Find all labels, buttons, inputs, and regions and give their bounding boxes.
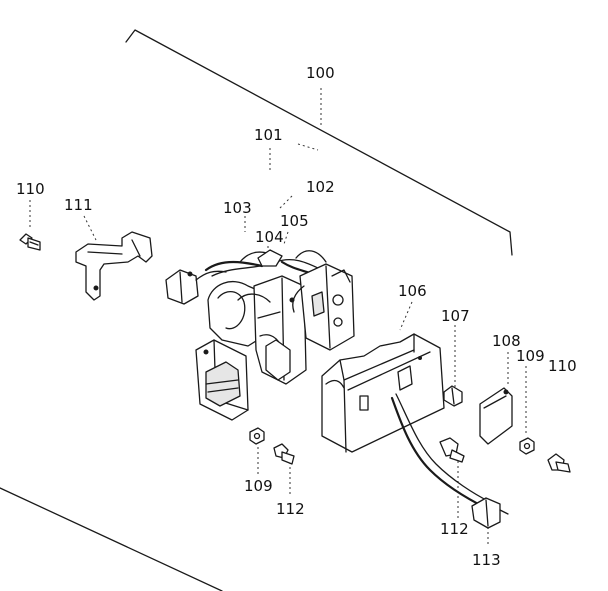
chassis-106 <box>321 333 445 453</box>
callout-100: 100 <box>306 64 335 82</box>
transformer <box>195 339 249 421</box>
callout-108: 108 <box>492 332 521 350</box>
callout-112-right: 112 <box>440 520 469 538</box>
callout-103: 103 <box>223 199 252 217</box>
callout-110-left: 110 <box>16 180 45 198</box>
callout-111: 111 <box>64 196 93 214</box>
cabinet-outline <box>0 29 513 591</box>
callout-107: 107 <box>441 307 470 325</box>
callout-109-lower: 109 <box>244 477 273 495</box>
screw-107 <box>443 385 463 407</box>
cable <box>390 393 491 510</box>
callout-110-right: 110 <box>548 357 577 375</box>
nut-109-lower <box>249 427 265 445</box>
plate-108 <box>479 387 513 445</box>
terminal-board <box>292 263 355 351</box>
callout-106: 106 <box>398 282 427 300</box>
nut-109-right <box>519 437 535 455</box>
callout-112-lower: 112 <box>276 500 305 518</box>
center-assembly <box>207 275 307 385</box>
screw-110-right <box>547 453 571 473</box>
callout-101: 101 <box>254 126 283 144</box>
callout-104: 104 <box>255 228 284 246</box>
callout-113: 113 <box>472 551 501 569</box>
callout-105: 105 <box>280 212 309 230</box>
screw-112-right <box>439 437 465 463</box>
callout-109-right: 109 <box>516 347 545 365</box>
screw-110-left <box>19 233 41 251</box>
bracket-111 <box>75 231 153 301</box>
screw-112-lower <box>273 443 295 465</box>
callout-102: 102 <box>306 178 335 196</box>
clip-113 <box>471 497 509 529</box>
